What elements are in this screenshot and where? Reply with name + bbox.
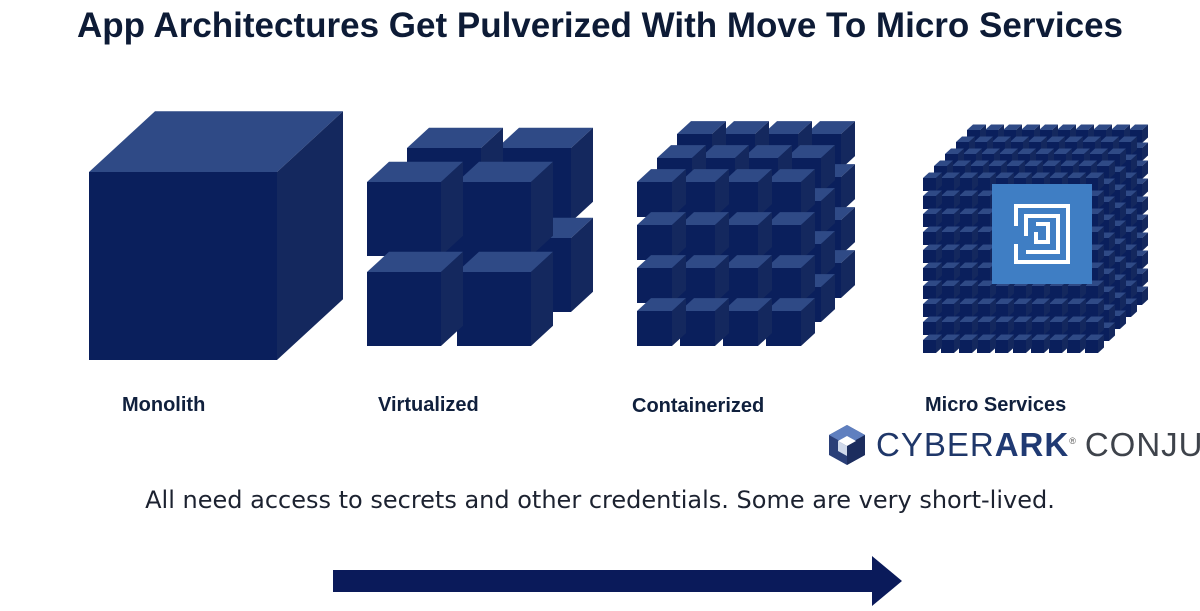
- monolith-cube: [89, 111, 343, 360]
- cyberark-conjur-logo: CYBERARK®CONJUR: [826, 424, 1200, 466]
- tagline: All need access to secrets and other cre…: [145, 486, 1055, 514]
- stage-label-containerized: Containerized: [632, 395, 765, 417]
- conjur-vault-icon: [992, 184, 1092, 284]
- stage-label-virtualized: Virtualized: [378, 394, 479, 416]
- progress-arrow: [333, 556, 902, 606]
- stage-label-micro-services: Micro Services: [925, 394, 1067, 416]
- cyberark-hex-icon: [829, 425, 865, 465]
- logo-wordmark: CYBERARK®CONJUR: [876, 426, 1200, 463]
- stage-label-monolith: Monolith: [122, 394, 206, 416]
- slide-title: App Architectures Get Pulverized With Mo…: [76, 6, 1124, 45]
- virtualized-cubes: [367, 127, 593, 346]
- containerized-cubes: [637, 121, 855, 346]
